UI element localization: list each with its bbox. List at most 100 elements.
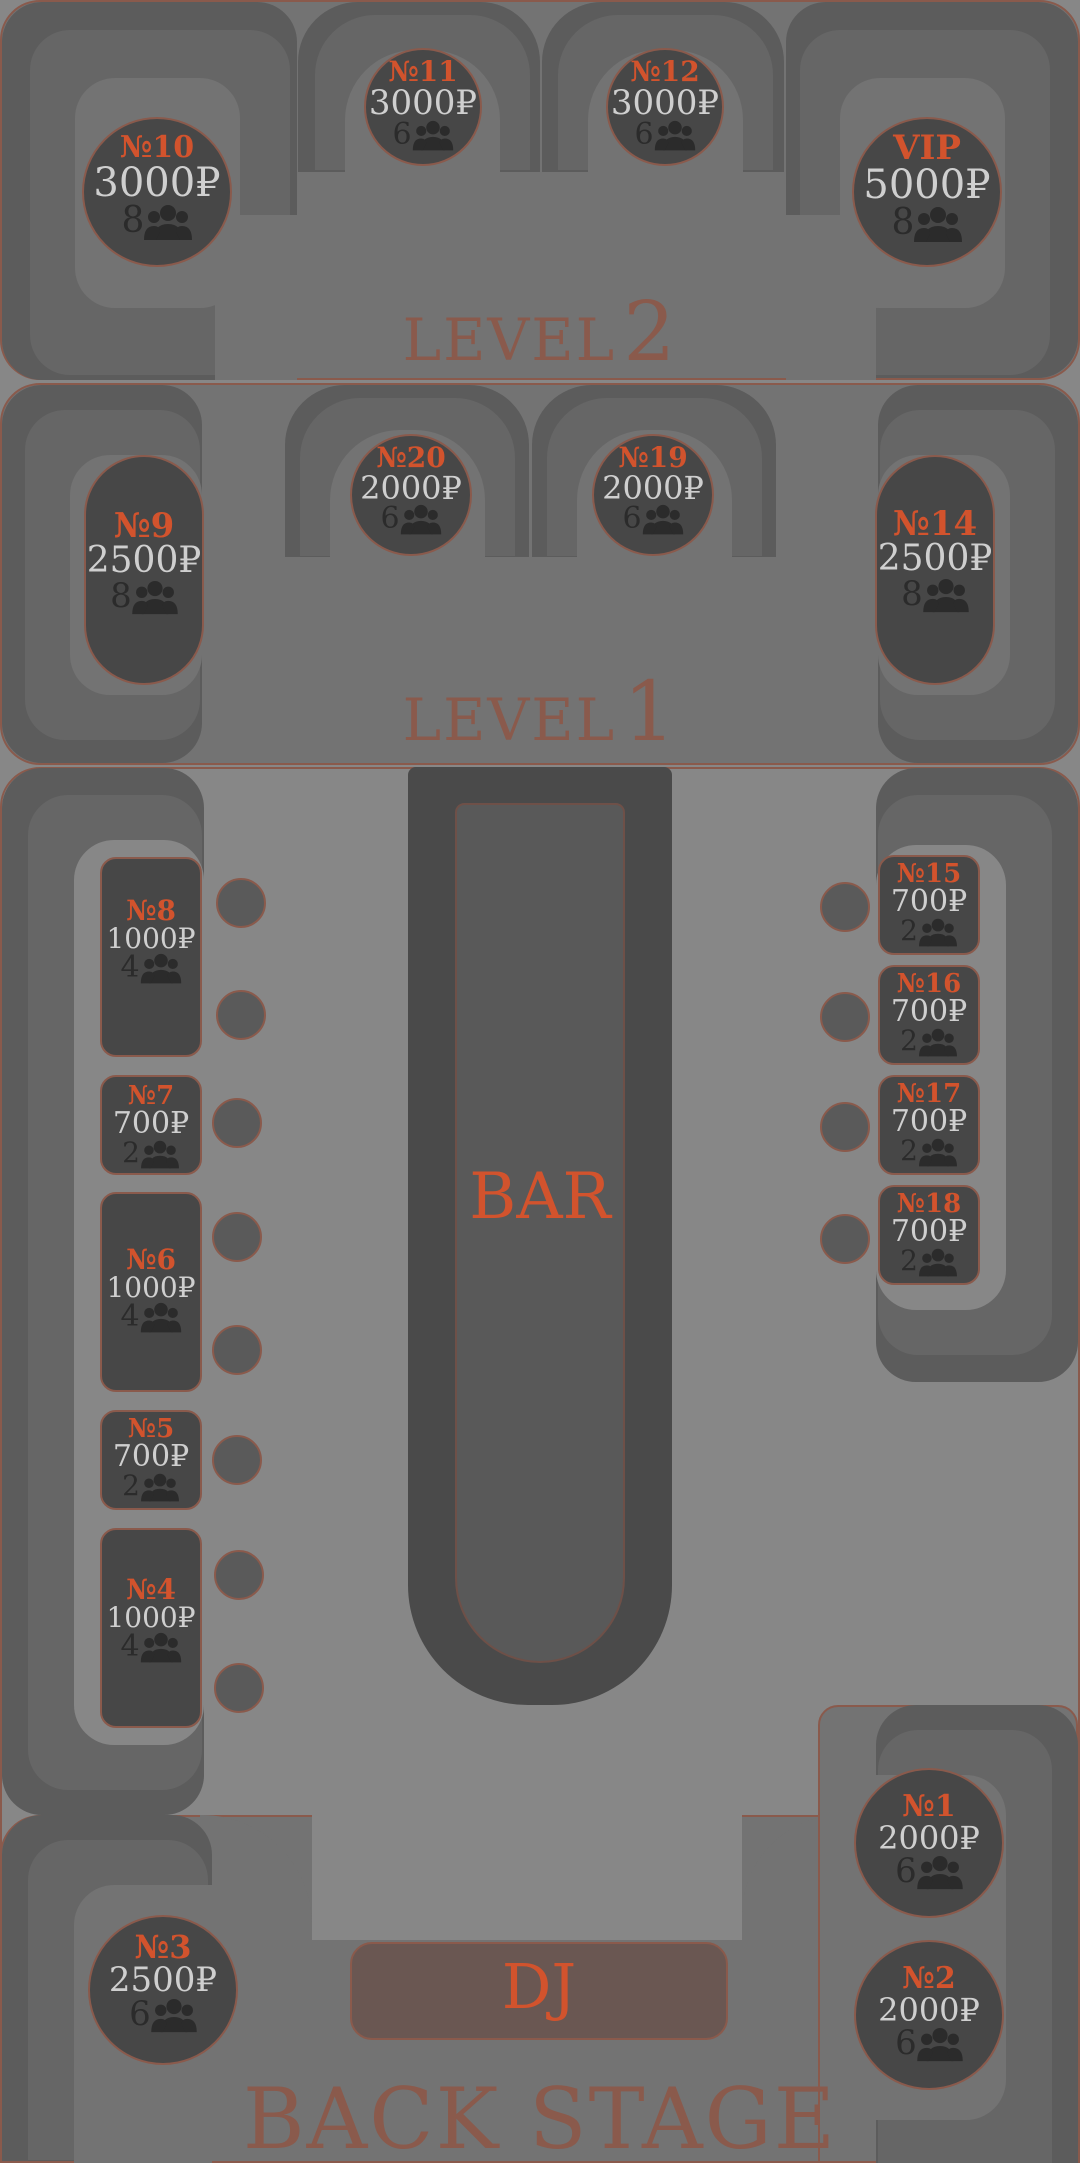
floor-cut: [0, 310, 215, 380]
level-number: 2: [623, 285, 678, 380]
table-number: №10: [119, 130, 195, 165]
table-12[interactable]: №12 3000₽ 6: [606, 48, 724, 166]
bar-stool[interactable]: [212, 1435, 262, 1485]
table-capacity: 2: [880, 1027, 978, 1058]
dj-booth[interactable]: [350, 1942, 728, 2040]
bar-stool[interactable]: [820, 992, 870, 1042]
table-capacity: 2: [880, 1247, 978, 1278]
people-group-icon: [400, 504, 441, 535]
floor-cut: [786, 215, 876, 380]
people-group-icon: [140, 1140, 179, 1168]
capacity-value: 4: [120, 1299, 140, 1334]
table-price: 2000₽: [602, 469, 704, 507]
people-group-icon: [918, 918, 957, 946]
table-capacity: 8: [84, 203, 230, 242]
capacity-value: 6: [634, 117, 654, 152]
table-capacity: 6: [608, 120, 722, 152]
people-group-icon: [140, 953, 181, 984]
table-capacity: 4: [102, 953, 200, 985]
table-vip[interactable]: VIP 5000₽ 8: [852, 117, 1002, 267]
table-2[interactable]: №2 2000₽ 6: [854, 1940, 1004, 2090]
bar-stool[interactable]: [216, 990, 266, 1040]
table-price: 700₽: [890, 994, 968, 1029]
people-group-icon: [140, 1302, 181, 1333]
floor-cut: [215, 215, 297, 380]
table-20[interactable]: №20 2000₽ 6: [350, 434, 472, 556]
table-number: №12: [630, 55, 700, 88]
people-group-icon: [918, 1028, 957, 1056]
level-number: 1: [623, 665, 678, 760]
table-price: 5000₽: [863, 162, 991, 208]
table-capacity: 6: [856, 2026, 1002, 2063]
table-price: 700₽: [890, 884, 968, 919]
table-number: №7: [127, 1081, 175, 1111]
table-number: №3: [134, 1928, 192, 1966]
table-number: №14: [892, 504, 978, 544]
table-15[interactable]: №15 700₽ 2: [878, 855, 980, 955]
bar-stool[interactable]: [212, 1098, 262, 1148]
table-capacity: 4: [102, 1302, 200, 1334]
table-number: №19: [618, 441, 688, 474]
capacity-value: 2: [900, 1134, 918, 1167]
table-4[interactable]: №4 1000₽ 4: [100, 1528, 202, 1728]
table-price: 700₽: [112, 1106, 190, 1141]
table-price: 2500₽: [877, 538, 993, 579]
table-11[interactable]: №11 3000₽ 6: [364, 48, 482, 166]
people-group-icon: [140, 1632, 181, 1663]
table-number: VIP: [893, 128, 961, 168]
table-14[interactable]: №14 2500₽ 8: [875, 455, 995, 685]
table-10[interactable]: №10 3000₽ 8: [82, 117, 232, 267]
table-16[interactable]: №16 700₽ 2: [878, 965, 980, 1065]
capacity-value: 4: [120, 950, 140, 985]
capacity-value: 6: [622, 501, 642, 536]
bar-stool[interactable]: [214, 1550, 264, 1600]
bar-stool[interactable]: [212, 1325, 262, 1375]
level-label: LEVEL: [402, 306, 617, 374]
bar-stool[interactable]: [820, 1214, 870, 1264]
capacity-value: 4: [120, 1629, 140, 1664]
table-8[interactable]: №8 1000₽ 4: [100, 857, 202, 1057]
bar-stool[interactable]: [820, 1102, 870, 1152]
table-9[interactable]: №9 2500₽ 8: [84, 455, 204, 685]
table-number: №5: [127, 1414, 175, 1444]
zone-label-backstage: BACK STAGE: [242, 2070, 838, 2163]
people-group-icon: [914, 207, 963, 242]
capacity-value: 2: [900, 1244, 918, 1277]
level-label: LEVEL: [402, 686, 617, 754]
people-group-icon: [917, 1855, 963, 1890]
table-19[interactable]: №19 2000₽ 6: [592, 434, 714, 556]
table-capacity: 6: [366, 120, 480, 152]
table-capacity: 6: [594, 504, 712, 536]
capacity-value: 8: [891, 202, 915, 243]
capacity-value: 8: [121, 200, 145, 241]
table-1[interactable]: №1 2000₽ 6: [854, 1768, 1004, 1918]
bar-stool[interactable]: [216, 878, 266, 928]
table-3[interactable]: №3 2500₽ 6: [88, 1915, 238, 2065]
dj-label: DJ: [501, 1950, 577, 2023]
table-number: №8: [126, 894, 176, 927]
table-price: 2000₽: [360, 469, 462, 507]
capacity-value: 8: [901, 574, 923, 614]
stage-floor: [312, 1815, 742, 1940]
bar-stool[interactable]: [214, 1663, 264, 1713]
table-price: 3000₽: [610, 83, 720, 123]
capacity-value: 6: [895, 2023, 917, 2063]
zone-label-level1: LEVEL 1: [380, 665, 700, 760]
table-5[interactable]: №5 700₽ 2: [100, 1410, 202, 1510]
capacity-value: 2: [900, 914, 918, 947]
table-capacity: 2: [880, 1137, 978, 1168]
people-group-icon: [918, 1248, 957, 1276]
table-6[interactable]: №6 1000₽ 4: [100, 1192, 202, 1392]
table-18[interactable]: №18 700₽ 2: [878, 1185, 980, 1285]
table-capacity: 6: [90, 1997, 236, 2034]
bar-stool[interactable]: [212, 1212, 262, 1262]
people-group-icon: [140, 1473, 179, 1501]
table-capacity: 2: [102, 1472, 200, 1503]
table-capacity: 6: [856, 1854, 1002, 1891]
table-price: 1000₽: [106, 1271, 196, 1304]
table-7[interactable]: №7 700₽ 2: [100, 1075, 202, 1175]
table-price: 2000₽: [878, 1991, 980, 2029]
capacity-value: 6: [895, 1851, 917, 1891]
table-17[interactable]: №17 700₽ 2: [878, 1075, 980, 1175]
bar-stool[interactable]: [820, 882, 870, 932]
